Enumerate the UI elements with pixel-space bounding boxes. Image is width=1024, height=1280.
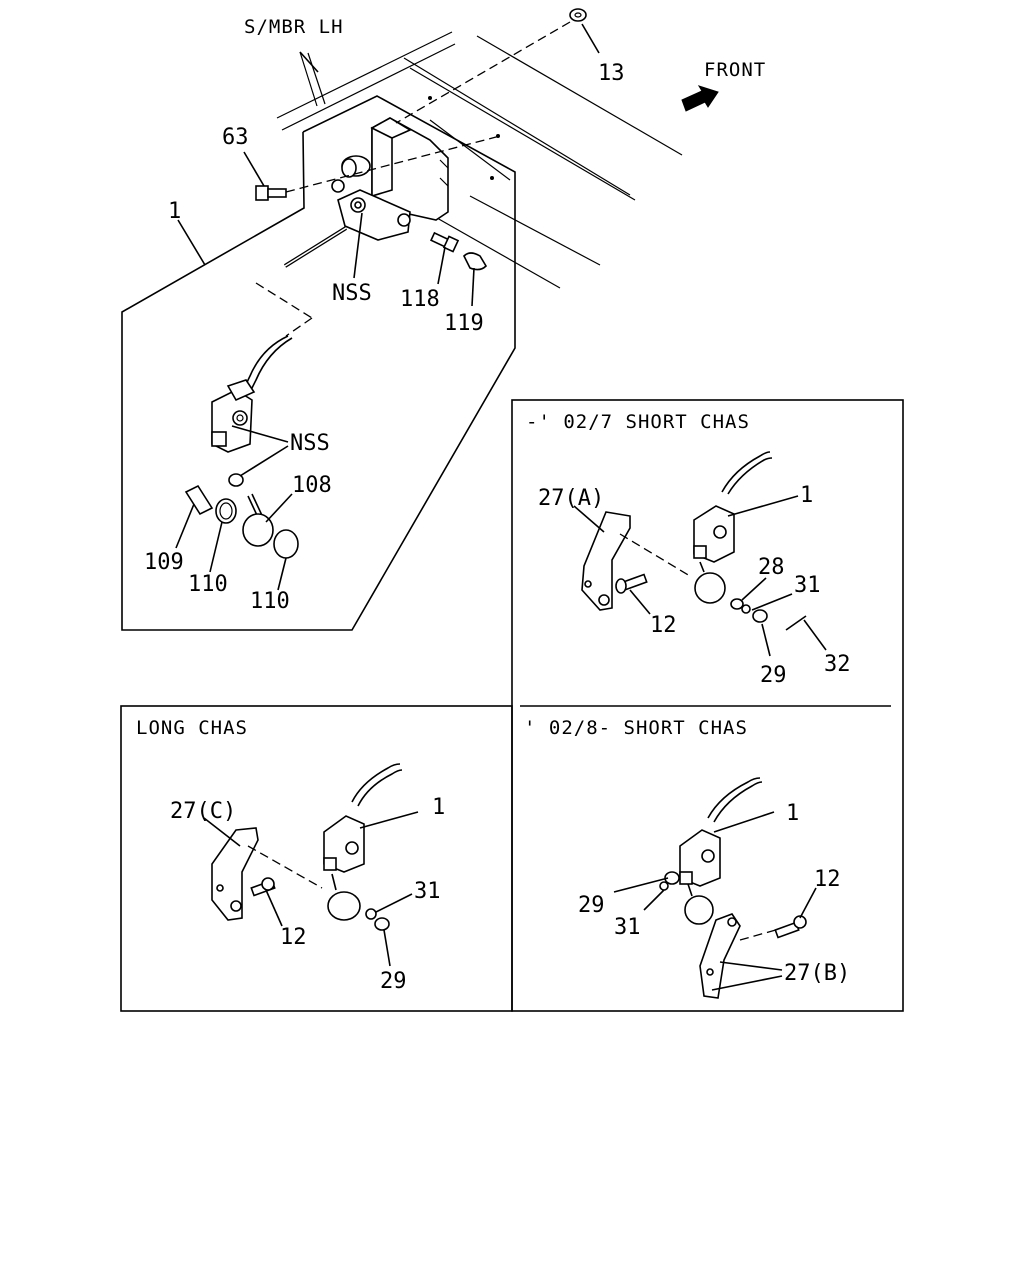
- panel-short-early: -' 02/7 SHORT CHAS 27(A) 1 28 31 12: [526, 411, 851, 688]
- callout-27a: 27(A): [538, 486, 604, 511]
- sensor-lever-main: [211, 335, 293, 453]
- callout-13: 13: [598, 61, 625, 86]
- washer-110-a: [215, 498, 237, 524]
- callout-1-short-early: 1: [800, 483, 813, 508]
- front-label: FRONT: [704, 59, 766, 81]
- main-leader-lines: [175, 23, 600, 591]
- callout-119: 119: [444, 311, 484, 336]
- callout-31-short-late: 31: [614, 915, 641, 940]
- callout-29-long: 29: [380, 969, 407, 994]
- callout-1: 1: [168, 199, 181, 224]
- callout-118: 118: [400, 287, 440, 312]
- panel-long: LONG CHAS 27(C) 1 31 12 29: [136, 717, 445, 994]
- callout-nss-top: NSS: [332, 281, 372, 306]
- callout-1-long: 1: [432, 795, 445, 820]
- nut-nss: [228, 473, 244, 487]
- callout-31-short-early: 31: [794, 573, 821, 598]
- cap-119: [463, 252, 488, 271]
- panel-short-early-title: -' 02/7 SHORT CHAS: [526, 411, 750, 433]
- callout-29-short-late: 29: [578, 893, 605, 918]
- callout-12-short-early: 12: [650, 613, 677, 638]
- callout-32: 32: [824, 652, 851, 677]
- stud-108: [242, 493, 274, 547]
- variant-panels: [120, 399, 904, 1012]
- nut-13: [569, 8, 587, 22]
- callout-28: 28: [758, 555, 785, 580]
- callout-12-short-late: 12: [814, 867, 841, 892]
- side-member-frame: [276, 31, 683, 289]
- washer-110-b: [273, 529, 299, 559]
- callout-nss-mid: NSS: [290, 431, 330, 456]
- callout-108: 108: [292, 473, 332, 498]
- bolt-63: [255, 185, 287, 201]
- callout-27c: 27(C): [170, 799, 236, 824]
- load-sensing-valve: [331, 117, 449, 241]
- assembly-boundary: [121, 95, 516, 631]
- panel-short-late-title: ' 02/8- SHORT CHAS: [524, 717, 748, 739]
- callout-31-long: 31: [414, 879, 441, 904]
- callout-29-short-early: 29: [760, 663, 787, 688]
- callout-27b: 27(B): [784, 961, 850, 986]
- panel-long-title: LONG CHAS: [136, 717, 248, 739]
- callout-110-b: 110: [250, 589, 290, 614]
- callout-109: 109: [144, 550, 184, 575]
- bolt-118: [429, 231, 460, 253]
- side-member-label: S/MBR LH: [244, 16, 344, 38]
- front-arrow-icon: [681, 85, 719, 112]
- sleeve-109: [184, 484, 214, 516]
- callout-1-short-late: 1: [786, 801, 799, 826]
- callout-110-a: 110: [188, 572, 228, 597]
- callout-12-long: 12: [280, 925, 307, 950]
- callout-63: 63: [222, 125, 249, 150]
- panel-short-late: ' 02/8- SHORT CHAS 1 12 29 31 27(B): [524, 717, 850, 999]
